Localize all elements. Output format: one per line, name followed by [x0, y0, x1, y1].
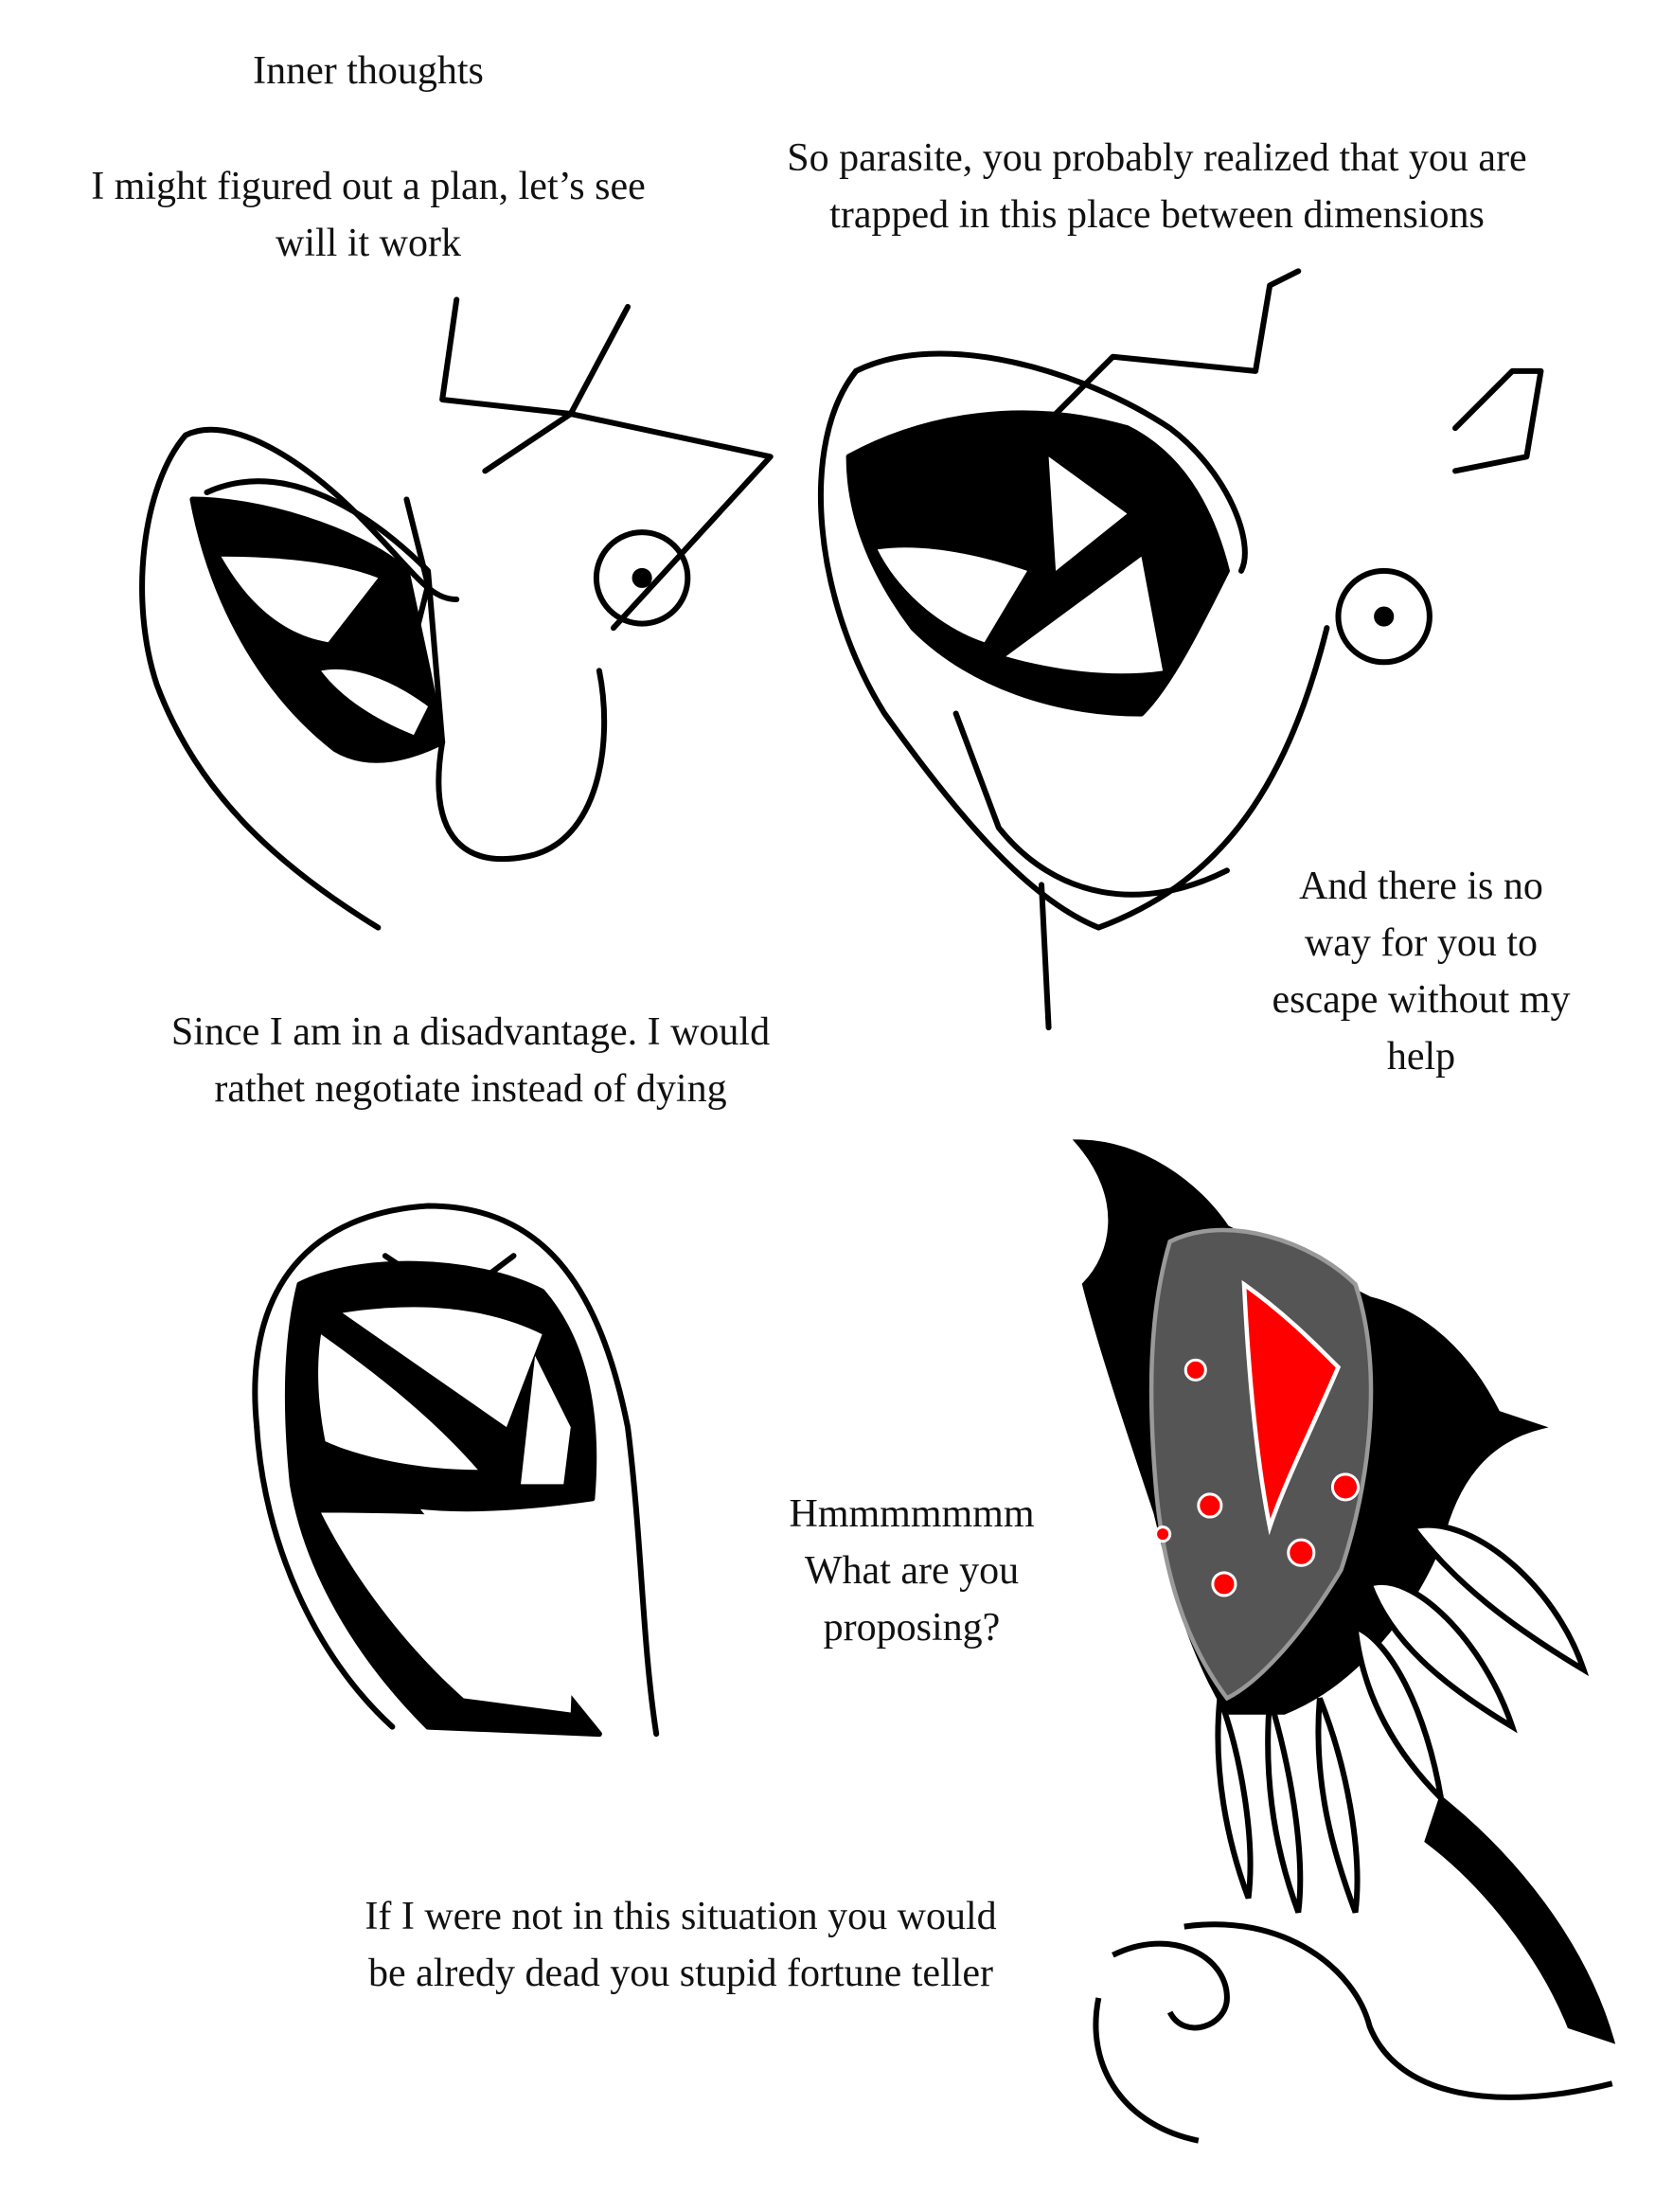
- panel4-thought-caption: If I were not in this situation you woul…: [365, 1888, 996, 2002]
- caption-line: be alredy dead you stupid fortune teller: [367, 1952, 994, 1995]
- caption-line: proposing?: [823, 1606, 1001, 1650]
- caption-line: I might figured out a plan, let’s see: [91, 165, 646, 208]
- caption-line: So parasite, you probably realized that …: [787, 136, 1527, 180]
- caption-line: Since I am in a disadvantage. I would: [170, 1010, 771, 1054]
- caption-line: If I were not in this situation you woul…: [365, 1895, 997, 1938]
- caption-line: help: [1386, 1035, 1456, 1079]
- caption-line: Inner thoughts: [253, 49, 484, 93]
- red-eye: [1241, 1279, 1342, 1536]
- caption-line: rathet negotiate instead of dying: [214, 1067, 727, 1111]
- caption-line: trapped in this place between dimensions: [829, 193, 1485, 237]
- caption-line: will it work: [276, 222, 461, 265]
- caption-line: What are you: [804, 1549, 1020, 1593]
- panel3-speech-caption: Since I am in a disadvantage. I would ra…: [171, 1004, 770, 1117]
- panel1-thought-caption: I might figured out a plan, let’s see wi…: [91, 158, 646, 272]
- caption-line: way for you to: [1304, 921, 1539, 965]
- creature-head-panel1: [139, 296, 774, 931]
- creature-head-panel2: [817, 268, 1544, 1031]
- panel2-speech-caption: So parasite, you probably realized that …: [787, 130, 1526, 243]
- caption-line: escape without my: [1272, 978, 1571, 1022]
- panel2-speech-cont-caption: And there is no way for you to escape wi…: [1272, 858, 1571, 1085]
- panel4-speech-caption: Hmmmmmmm What are you proposing?: [789, 1486, 1034, 1656]
- creature-revealed-panel4: [1072, 1139, 1616, 2144]
- caption-line: And there is no: [1299, 865, 1543, 908]
- inner-thoughts-label: Inner thoughts: [253, 43, 484, 99]
- caption-line: Hmmmmmmm: [789, 1492, 1035, 1536]
